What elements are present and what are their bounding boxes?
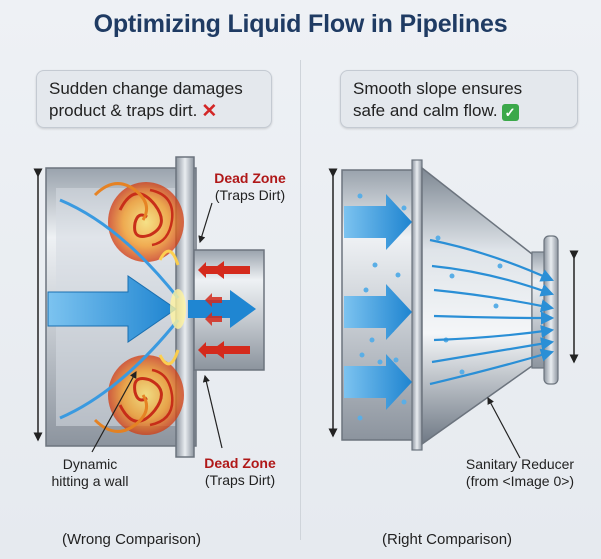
exit-flow-arrow <box>188 290 256 328</box>
reducer-cone <box>421 166 533 446</box>
reducer-leader <box>487 396 521 459</box>
dead-zone-top-leader <box>198 202 213 244</box>
right-comparison-label: (Right Comparison) <box>382 531 513 548</box>
wrong-caption-line1: Sudden change damages <box>49 79 243 98</box>
wrong-comparison-label: (Wrong Comparison) <box>62 531 201 548</box>
page-title: Optimizing Liquid Flow in Pipelines <box>93 10 508 38</box>
dead-zone-bottom-title: Dead Zone <box>204 455 276 471</box>
dynamic-label-line1: Dynamic <box>62 456 118 472</box>
right-caption-line1: Smooth slope ensures <box>353 79 523 98</box>
dead-zone-bottom-sub: (Traps Dirt) <box>204 472 276 488</box>
panel-divider <box>300 60 301 540</box>
flow-bubbles <box>357 193 503 421</box>
dynamic-label-line2: hitting a wall <box>51 473 129 489</box>
right-caption-line2: safe and calm flow. <box>353 101 498 120</box>
flow-stream-top <box>59 198 180 299</box>
dead-zone-top-sub: (Traps Dirt) <box>214 187 286 203</box>
wrong-pipe-diagram <box>33 156 265 458</box>
inlet-arrow-middle <box>344 284 412 340</box>
right-pipe-diagram <box>328 159 579 459</box>
flow-stream-bottom <box>59 319 180 420</box>
dead-zone-top-title: Dead Zone <box>214 170 286 186</box>
reducer-label-line1: Sanitary Reducer <box>465 456 575 472</box>
reducer-label-line2: (from <Image 0>) <box>465 473 575 489</box>
check-icon: ✓ <box>501 104 519 121</box>
reducer-clamp-ferrule <box>543 235 559 385</box>
streamlines <box>429 238 555 386</box>
dead-zone-bottom-leader <box>202 374 223 449</box>
right-caption-box: Smooth slope ensures safe and calm flow.… <box>340 70 578 128</box>
cross-icon: ✕ <box>201 101 218 122</box>
dynamic-leader <box>91 370 137 453</box>
main-flow-arrow <box>47 275 177 343</box>
wrong-caption-box: Sudden change damages product & traps di… <box>36 70 272 128</box>
inlet-arrow-top <box>344 194 412 250</box>
inlet-arrow-bottom <box>344 354 412 410</box>
backflow-arrows <box>198 261 250 359</box>
wrong-caption-line2: product & traps dirt. <box>49 101 198 120</box>
